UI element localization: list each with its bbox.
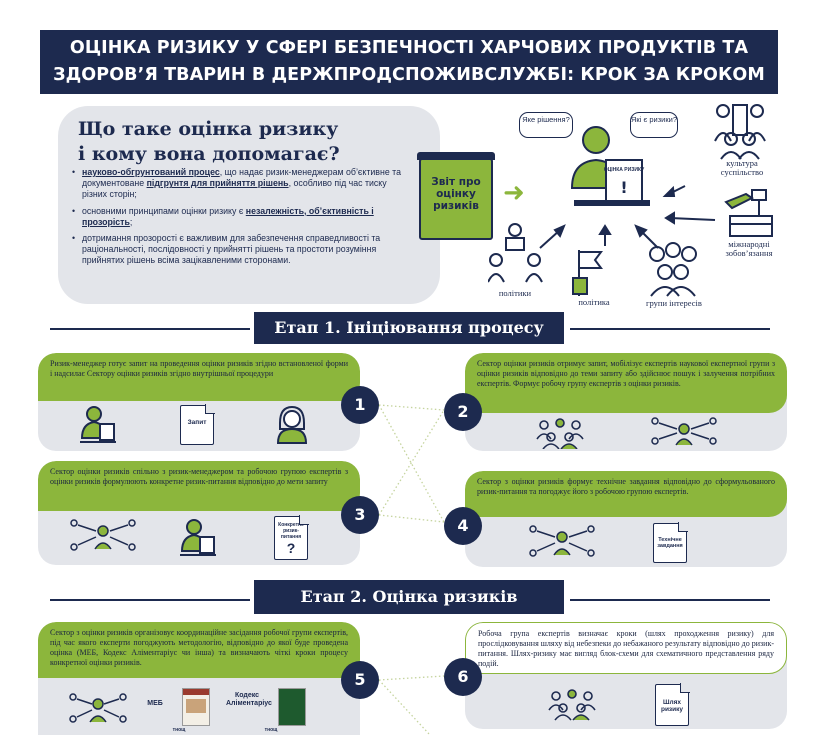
working-group-network-icon bbox=[70, 519, 136, 551]
podium-label: ОЦІНКА РИЗИКУ bbox=[604, 167, 645, 173]
codex-label: Кодекс Аліментаріус bbox=[226, 692, 272, 707]
stage1-heading: Етап 1. Ініціювання процесу bbox=[254, 312, 564, 344]
risk-manager-icon bbox=[80, 406, 116, 443]
risk-question-document-icon: Конкретне ризик-питання? bbox=[274, 515, 309, 560]
bullet2-text-1: основними принципами оцінки ризику є bbox=[82, 205, 246, 216]
interest-groups-label: групи інтересів bbox=[646, 298, 702, 308]
step-4-text: Сектор з оцінки ризиків формує технічне … bbox=[465, 471, 787, 517]
stage2-rule-right bbox=[570, 599, 770, 601]
working-group-network-icon bbox=[69, 693, 127, 723]
step-3-card: Сектор оцінки ризиків спільно з ризик-ме… bbox=[38, 461, 360, 565]
stage2-rule-left bbox=[50, 599, 250, 601]
svg-text:!: ! bbox=[620, 178, 627, 197]
international-commitments-icon bbox=[724, 189, 773, 237]
codex-publication-thumbnail bbox=[278, 688, 306, 726]
expert-group-icon bbox=[548, 689, 596, 721]
risk-pathway-doc-label: Шлях ризику bbox=[660, 699, 684, 713]
step-1-number: 1 bbox=[341, 386, 379, 424]
risk-manager-icon bbox=[180, 519, 216, 556]
politicians-label: політики bbox=[498, 288, 532, 298]
step-3-number: 3 bbox=[341, 496, 379, 534]
report-book-icon bbox=[419, 158, 493, 240]
bullet1-text-1: , що надає ризик-менеджерам об’єктивне т… bbox=[82, 167, 401, 189]
intro-bullet-1: науково-обгрунтований процес, що надає р… bbox=[72, 167, 412, 201]
intro-bullets: науково-обгрунтований процес, що надає р… bbox=[72, 167, 412, 272]
risk-assessor-icon bbox=[276, 405, 308, 444]
step-4-number: 4 bbox=[444, 507, 482, 545]
risk-pathway-document-icon: Шлях ризику bbox=[655, 683, 690, 726]
bullet1-emph-2: підгрунтя для прийняття рішень bbox=[146, 178, 289, 189]
meb-label: МЕБ bbox=[147, 700, 163, 707]
step-2-text: Сектор оцінки ризиків отримує запит, моб… bbox=[465, 353, 787, 413]
tools-label-2: тнощ bbox=[264, 727, 278, 733]
step-5-text: Сектор з оцінки ризиків організовує коор… bbox=[38, 622, 360, 678]
stage2-heading: Етап 2. Оцінка ризиків bbox=[254, 580, 564, 614]
intro-question: Що таке оцінка ризику і кому вона допома… bbox=[78, 117, 408, 167]
intro-question-line-2: і кому вона допомагає? bbox=[78, 143, 340, 165]
step-6-number: 6 bbox=[444, 658, 482, 696]
policy-label: політика bbox=[578, 297, 610, 307]
risk-question-doc-label: Конкретне ризик-питання bbox=[278, 522, 304, 540]
step-2-number: 2 bbox=[444, 393, 482, 431]
report-book-label: Звіт про оцінку ризиків bbox=[431, 176, 481, 212]
step-4-card: Сектор з оцінки ризиків формує технічне … bbox=[465, 471, 787, 567]
bullet2-emph-1: незалежність, об’єктивність і прозорість bbox=[82, 205, 374, 227]
policy-icon bbox=[572, 250, 603, 296]
step-1-text: Ризик-менеджер готує запит на проведення… bbox=[38, 353, 360, 401]
book-spine bbox=[417, 152, 495, 160]
bullet1-text-2: , особливо під час тиску різних сторін; bbox=[82, 178, 387, 200]
step-2-card: Сектор оцінки ризиків отримує запит, моб… bbox=[465, 353, 787, 451]
title-banner: ОЦІНКА РИЗИКУ У СФЕРІ БЕЗПЕЧНОСТІ ХАРЧОВ… bbox=[40, 30, 778, 94]
request-doc-label: Запит bbox=[187, 419, 207, 426]
step-6-text: Робоча група експертів визначає кроки (ш… bbox=[465, 622, 787, 674]
bullet2-text-2: ; bbox=[129, 216, 133, 227]
risk-assessor-podium-icon: ОЦІНКА РИЗИКУ ! bbox=[570, 126, 650, 206]
title-line-2: ЗДОРОВ’Я ТВАРИН В ДЕРЖПРОДСПОЖИВСЛУЖБІ: … bbox=[53, 65, 765, 85]
step-5-number: 5 bbox=[341, 661, 379, 699]
intro-bullet-3: дотримання прозорості є важливим для заб… bbox=[72, 233, 412, 267]
expert-group-icon bbox=[536, 418, 584, 449]
bullet1-emph-1: науково-обгрунтований процес bbox=[82, 167, 220, 177]
culture-society-label: культура суспільство bbox=[720, 158, 764, 177]
technical-task-document-icon: Технічне завдання bbox=[653, 522, 688, 563]
stage1-rule-right bbox=[570, 328, 770, 330]
stage1-rule-left bbox=[50, 328, 250, 330]
step-3-text: Сектор оцінки ризиків спільно з ризик-ме… bbox=[38, 461, 360, 511]
working-group-network-icon bbox=[529, 525, 595, 557]
step-6-card: Робоча група експертів визначає кроки (ш… bbox=[465, 622, 787, 729]
step-5-card: Сектор з оцінки ризиків організовує коор… bbox=[38, 622, 360, 735]
culture-society-icon bbox=[714, 104, 766, 160]
speech-bubble-risks: Які є ризики? bbox=[630, 112, 678, 138]
meb-publication-thumbnail bbox=[182, 688, 210, 726]
politicians-icon bbox=[488, 223, 543, 283]
arrow-right-icon: ➜ bbox=[503, 178, 525, 208]
speech-bubble-decision: Яке рішення? bbox=[519, 112, 573, 138]
tools-label-1: тнощ bbox=[172, 727, 186, 733]
technical-task-doc-label: Технічне завдання bbox=[657, 537, 683, 549]
interest-groups-icon bbox=[649, 242, 697, 297]
request-document-icon: Запит bbox=[180, 404, 215, 445]
working-group-network-icon bbox=[651, 417, 717, 446]
step-1-card: Ризик-менеджер готує запит на проведення… bbox=[38, 353, 360, 451]
intro-question-line-1: Що таке оцінка ризику bbox=[78, 118, 339, 140]
intro-bullet-2: основними принципами оцінки ризику є нез… bbox=[72, 206, 412, 228]
international-commitments-label: міжнародні зобов’язання bbox=[725, 239, 773, 258]
infographic-arrows bbox=[539, 185, 716, 249]
title-line-1: ОЦІНКА РИЗИКУ У СФЕРІ БЕЗПЕЧНОСТІ ХАРЧОВ… bbox=[69, 38, 749, 58]
